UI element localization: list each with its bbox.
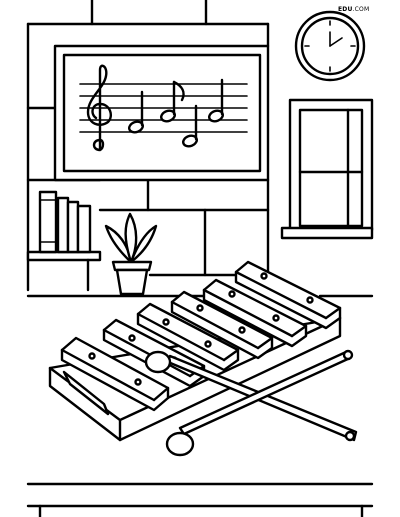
music-board-icon bbox=[53, 44, 270, 182]
potted-plant-icon bbox=[104, 212, 158, 296]
watermark-brand: EDU bbox=[338, 6, 353, 13]
watermark-suffix: .COM bbox=[352, 6, 370, 13]
window-icon bbox=[280, 98, 374, 240]
watermark-logo: EDU.COM bbox=[338, 6, 369, 13]
shelf bbox=[26, 190, 102, 292]
xylophone-bars bbox=[60, 260, 342, 412]
treble-clef-icon bbox=[86, 64, 112, 152]
xylophone-icon bbox=[48, 260, 342, 442]
music-notes bbox=[128, 78, 224, 148]
table bbox=[26, 482, 374, 517]
mallet-icon-2 bbox=[165, 349, 354, 457]
wall-clock-icon bbox=[294, 10, 366, 82]
books-icon bbox=[38, 190, 92, 254]
